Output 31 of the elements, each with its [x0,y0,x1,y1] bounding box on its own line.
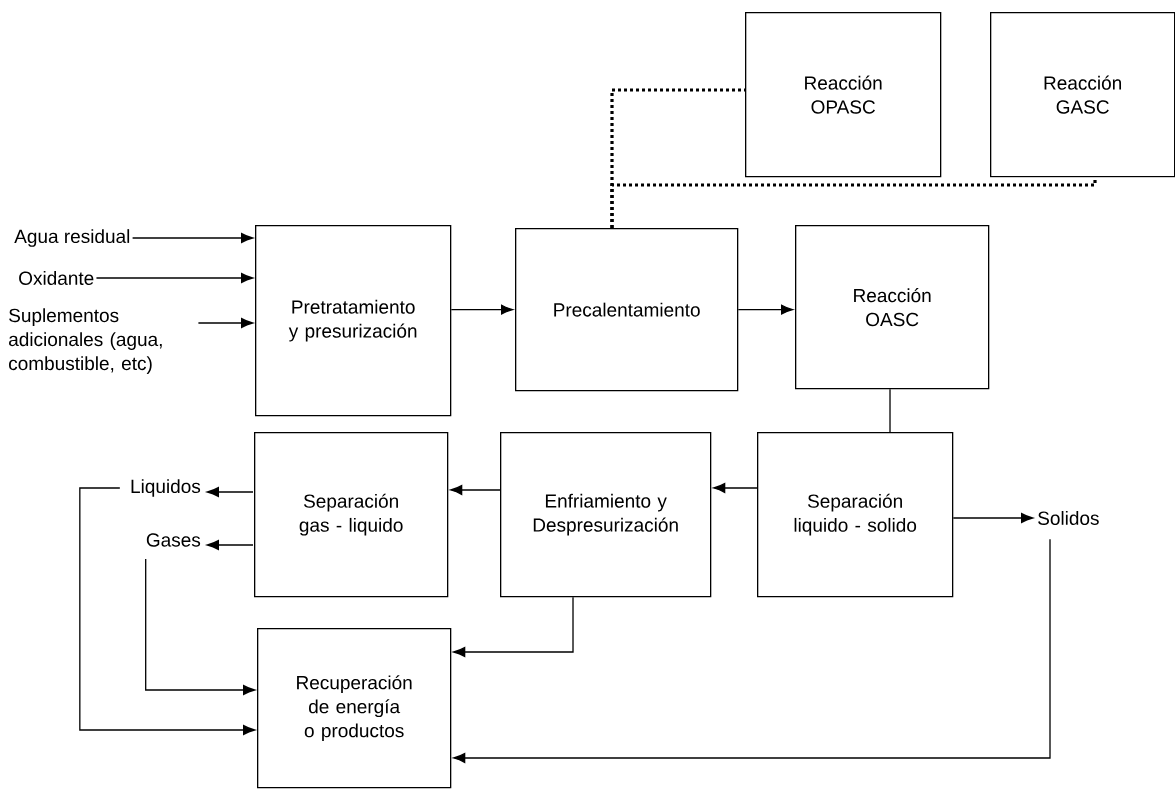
process-box: Reacción OPASC [745,12,942,178]
arrow [206,487,254,497]
stream-label: Liquidos [131,479,201,497]
process-box: Reacción GASC [990,12,1175,178]
arrow [206,540,254,550]
arrow [737,304,794,315]
arrow [453,596,574,657]
process-box: Recuperación de energía o productos [257,628,452,789]
stream-label: Suplementos adicionales (agua, combustible, etc) [9,308,162,374]
stream-label: Gases [146,533,201,547]
stream-label: Solidos [1038,511,1099,525]
arrow [197,318,254,328]
arrow [131,233,254,243]
process-box: Pretratamiento y presurización [255,225,452,417]
arrow [952,513,1034,523]
arrow [95,273,254,283]
dotted-line [610,177,1097,228]
arrow [453,538,1051,763]
process-box: Enfriamiento y Despresurización [500,432,712,598]
arrow [450,485,501,495]
arrow [145,558,256,695]
process-box: Separación gas - liquido [254,432,449,598]
process-box: Separación liquido - solido [757,432,954,598]
stream-label: Oxidante [19,271,94,285]
process-box: Precalentamiento [515,228,739,392]
stream-label: Agua residual [14,229,130,247]
process-box: Reacción OASC [795,225,990,390]
arrow [79,487,256,735]
connector-line [889,388,891,433]
arrow [713,483,758,493]
arrow [450,304,514,315]
